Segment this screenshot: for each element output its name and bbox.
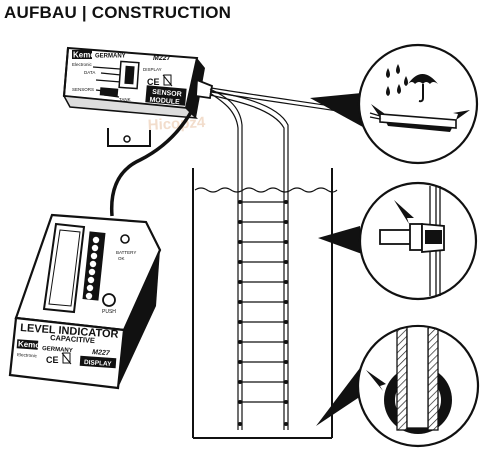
sensor-module: Kemo GERMANY M227 Electronic DISPLAY DAT…: [62, 46, 214, 147]
sensor-label-tank: TANK: [119, 97, 131, 102]
level-indicator-subtitle: CAPACITIVE: [50, 333, 95, 345]
indicator-country: GERMANY: [42, 346, 73, 354]
sensor-model: M227: [153, 55, 172, 62]
recycle-bin-icon: [62, 352, 71, 364]
indicator-display-label: DISPLAY: [84, 359, 113, 368]
sensor-country: GERMANY: [95, 54, 126, 60]
sensor-switch: [99, 87, 119, 97]
page-title: AUFBAU | CONSTRUCTION: [4, 3, 232, 22]
indicator-brand: Kemo: [18, 339, 41, 350]
sensor-name-line1: SENSOR: [152, 89, 182, 99]
battery-label-1: BATTERY: [116, 250, 136, 255]
level-indicator: BATTERY OK PUSH LEVEL INDICATOR CAPACITI…: [8, 213, 162, 390]
indicator-model: M227: [92, 349, 111, 357]
battery-label-2: OK: [118, 256, 125, 261]
detail-cross-section: [316, 324, 480, 448]
sensor-label-data: DATA: [84, 70, 95, 75]
watermark: Hicopz4: [147, 114, 206, 134]
battery-ok-led: [120, 234, 130, 244]
sensor-name-line2: MODULE: [149, 97, 180, 107]
umbrella-icon: [408, 74, 438, 103]
sensor-label-display: DISPLAY: [143, 67, 162, 72]
detail-mounting: [310, 43, 479, 165]
sensor-brand-sub: Electronic: [72, 62, 93, 67]
sensor-label-sensors: SENSORS: [72, 87, 94, 92]
recycle-bin-icon: [163, 74, 172, 86]
ce-mark-icon: CE: [147, 77, 160, 87]
sensor-wires: [209, 87, 371, 430]
tank: [192, 168, 338, 439]
water-surface: [194, 187, 338, 193]
indicator-brand-sub: Electronic: [17, 352, 38, 358]
led-bar: [85, 236, 100, 300]
sensor-strip: [240, 201, 286, 403]
rain-drops-icon: [386, 64, 408, 96]
push-label: PUSH: [102, 309, 116, 315]
ce-mark-icon: CE: [46, 355, 59, 365]
display-cable: [109, 100, 199, 217]
sensor-brand: Kemo: [73, 51, 95, 60]
push-button[interactable]: [102, 293, 116, 307]
mounting-hole-icon: [123, 135, 131, 143]
detail-clamp: [318, 181, 478, 301]
